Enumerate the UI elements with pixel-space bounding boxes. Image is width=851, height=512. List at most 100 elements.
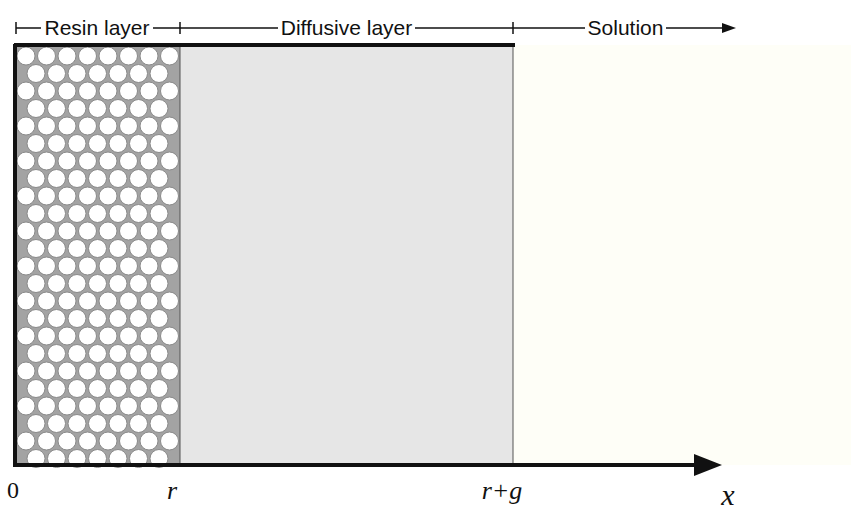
resin-bead [79,327,97,345]
resin-bead [27,415,45,433]
resin-bead [17,327,35,345]
resin-bead [120,222,138,240]
resin-bead [68,275,86,293]
resin-bead [89,240,107,258]
resin-bead [79,47,97,65]
resin-bead [68,415,86,433]
axis-label: 0 [7,478,19,502]
resin-bead [99,152,117,170]
resin-bead [120,362,138,380]
header-tick [512,22,514,34]
resin-bead [130,240,148,258]
resin-bead [140,397,158,415]
resin-bead [58,82,76,100]
resin-bead [27,240,45,258]
resin-bead [130,170,148,188]
resin-bead [99,117,117,135]
resin-bead [48,205,66,223]
resin-bead [140,432,158,450]
resin-bead [120,432,138,450]
resin-bead [68,310,86,328]
resin-bead [130,65,148,83]
resin-bead [109,135,127,153]
top-border [14,43,515,47]
resin-bead [79,362,97,380]
resin-bead [161,152,179,170]
header-arrowhead [722,23,736,33]
resin-bead [48,240,66,258]
resin-bead [150,345,168,363]
resin-bead [68,205,86,223]
resin-bead [38,432,56,450]
resin-bead [27,100,45,118]
resin-bead [58,152,76,170]
resin-bead [120,82,138,100]
resin-bead [17,362,35,380]
resin-bead [79,397,97,415]
resin-bead [89,275,107,293]
resin-bead [150,380,168,398]
resin-bead [130,345,148,363]
resin-bead [89,65,107,83]
resin-bead [48,380,66,398]
resin-bead [68,170,86,188]
resin-bead [109,415,127,433]
resin-bead [109,205,127,223]
resin-bead [48,345,66,363]
layer-band: Resin layer [14,16,180,465]
resin-bead [27,275,45,293]
resin-bead [140,117,158,135]
resin-bead [130,100,148,118]
resin-bead [120,152,138,170]
resin-bead [38,327,56,345]
resin-bead [161,327,179,345]
resin-bead [58,397,76,415]
resin-bead [48,135,66,153]
resin-bead [109,170,127,188]
resin-bead [38,257,56,275]
resin-bead [89,415,107,433]
resin-bead [150,135,168,153]
resin-bead [150,240,168,258]
boundary-line [513,45,514,465]
x-axis [13,463,700,467]
resin-bead [48,275,66,293]
resin-bead [17,117,35,135]
resin-bead [120,397,138,415]
resin-bead [120,47,138,65]
resin-fill [14,45,180,465]
resin-bead [17,47,35,65]
resin-bead [79,82,97,100]
resin-bead [68,345,86,363]
resin-bead [58,117,76,135]
resin-bead [99,222,117,240]
resin-bead [27,380,45,398]
boundary-line [180,45,181,465]
resin-bead [89,135,107,153]
resin-bead [79,187,97,205]
resin-bead [140,47,158,65]
resin-bead [161,292,179,310]
resin-bead [27,205,45,223]
resin-bead [27,170,45,188]
resin-bead [140,187,158,205]
axis-label: r+g [482,478,523,504]
resin-bead [140,327,158,345]
resin-bead [89,345,107,363]
resin-bead [68,380,86,398]
resin-bead [58,362,76,380]
resin-bead [161,117,179,135]
resin-bead [120,117,138,135]
resin-bead [99,327,117,345]
resin-bead [79,152,97,170]
resin-bead [17,82,35,100]
left-border [13,44,17,467]
resin-bead [27,65,45,83]
resin-bead [17,222,35,240]
resin-bead [99,362,117,380]
layer-band: Solution [513,16,738,465]
resin-bead [109,345,127,363]
resin-bead [17,292,35,310]
